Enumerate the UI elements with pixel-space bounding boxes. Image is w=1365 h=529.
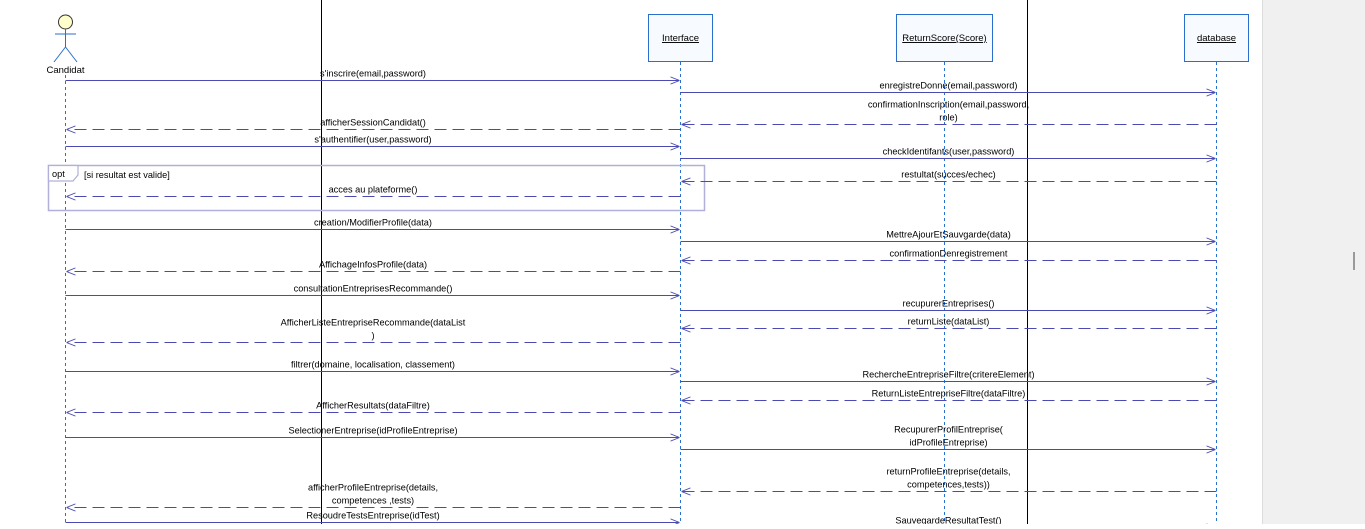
message-label: ResoudreTestsEntreprise(idTest) xyxy=(306,511,439,521)
return-message-15[interactable]: returnListe(dataList) xyxy=(681,317,1217,329)
actor-head xyxy=(58,14,73,30)
message-label: competences,tests)) xyxy=(907,480,990,490)
call-message-18[interactable]: RechercheEntrepriseFiltre(critereElement… xyxy=(680,370,1216,382)
message-label: MettreAjourEtSauvgarde(data) xyxy=(886,230,1011,240)
call-message-14[interactable]: recupurerEntreprises() xyxy=(680,299,1216,311)
object-label: ReturnScore(Score) xyxy=(902,33,986,44)
message-label: enregistreDonne(email,password) xyxy=(880,81,1018,91)
object-box xyxy=(896,14,993,62)
object-interface[interactable]: Interface xyxy=(648,14,713,62)
object-label: database xyxy=(1197,33,1236,44)
call-message-25[interactable]: ResoudreTestsEntreprise(idTest) xyxy=(65,511,680,523)
call-message-6[interactable]: checkIdentifants(user,password) xyxy=(680,147,1216,159)
return-message-8[interactable]: acces au plateforme() xyxy=(66,185,681,197)
message-label: restultat(succes/echec) xyxy=(901,170,995,180)
fragment-guard: [si resultat est valide] xyxy=(84,170,170,180)
return-message-4[interactable]: afficherSessionCandidat() xyxy=(66,118,681,130)
message-label: ReturnListeEntrepriseFiltre(dataFiltre) xyxy=(872,389,1026,399)
scrollbar-handle[interactable] xyxy=(1353,252,1355,270)
object-label: Interface xyxy=(662,33,699,44)
message-label: s'inscrire(email,password) xyxy=(320,69,426,79)
diagram-canvas: Candidat Interface ReturnScore(Score) da… xyxy=(46,0,1249,525)
object-box xyxy=(648,14,713,62)
message-label: acces au plateforme() xyxy=(329,185,418,195)
message-label: s'authentifier(user,password) xyxy=(314,135,431,145)
sequence-diagram: Candidat Interface ReturnScore(Score) da… xyxy=(46,0,1249,525)
opt-fragment[interactable]: opt [si resultat est valide] xyxy=(47,164,706,212)
actor-left-leg xyxy=(53,46,66,63)
message-label: recupurerEntreprises() xyxy=(903,299,995,309)
call-message-9[interactable]: creation/ModifierProfile(data) xyxy=(65,218,680,230)
call-message-10[interactable]: MettreAjourEtSauvgarde(data) xyxy=(680,230,1216,242)
actor-candidat[interactable]: Candidat xyxy=(46,14,85,76)
call-message-13[interactable]: consultationEntreprisesRecommande() xyxy=(65,284,680,296)
message-label: ) xyxy=(371,331,374,341)
return-message-23[interactable]: returnProfileEntreprise(details, competen… xyxy=(681,467,1217,492)
message-label: checkIdentifants(user,password) xyxy=(883,147,1015,157)
message-label: creation/ModifierProfile(data) xyxy=(314,218,432,228)
object-box xyxy=(1184,14,1249,62)
return-message-24[interactable]: afficherProfileEntreprise(details, compet… xyxy=(66,483,681,508)
return-message-20[interactable]: AfficherResultats(dataFiltre) xyxy=(66,401,681,413)
message-label: idProfileEntreprise) xyxy=(909,438,987,448)
message-label: role) xyxy=(939,113,957,123)
message-label: AfficherListeEntrepriseRecommande(dataLi… xyxy=(281,318,466,328)
return-message-19[interactable]: ReturnListeEntrepriseFiltre(dataFiltre) xyxy=(681,389,1217,401)
fragment-operator: opt xyxy=(52,169,65,179)
call-message-22[interactable]: RecupurerProfilEntreprise( idProfileEntre… xyxy=(680,425,1216,450)
call-message-1[interactable]: s'inscrire(email,password) xyxy=(65,69,680,81)
fragment-frame xyxy=(47,164,706,212)
message-label: RechercheEntrepriseFiltre(critereElement… xyxy=(862,370,1034,380)
message-label: filtrer(domaine, localisation, classemen… xyxy=(291,360,455,370)
call-message-2[interactable]: enregistreDonne(email,password) xyxy=(680,81,1216,93)
return-message-16[interactable]: AfficherListeEntrepriseRecommande(dataLi… xyxy=(66,318,681,343)
message-label: AffichageInfosProfile(data) xyxy=(319,260,427,270)
message-label: RecupurerProfilEntreprise( xyxy=(894,425,1003,435)
object-returnscore[interactable]: ReturnScore(Score) xyxy=(896,14,993,62)
message-label: AfficherResultats(dataFiltre) xyxy=(316,401,430,411)
call-message-26[interactable]: SauvegardeResultatTest() xyxy=(680,516,1216,525)
message-label: SauvegardeResultatTest() xyxy=(895,516,1001,525)
message-label: consultationEntreprisesRecommande() xyxy=(294,284,453,294)
object-database[interactable]: database xyxy=(1184,14,1249,62)
message-label: afficherSessionCandidat() xyxy=(320,118,426,128)
message-label: confirmationDenregistrement xyxy=(890,249,1008,259)
actor-right-leg xyxy=(65,46,78,63)
message-label: returnListe(dataList) xyxy=(908,317,990,327)
right-scroll-pane[interactable] xyxy=(1262,0,1365,524)
return-message-7[interactable]: restultat(succes/echec) xyxy=(681,170,1217,182)
actor-label: Candidat xyxy=(46,65,84,76)
message-label: competences ,tests) xyxy=(332,496,414,506)
message-label: confirmationInscription(email,password, xyxy=(868,100,1029,110)
call-message-17[interactable]: filtrer(domaine, localisation, classemen… xyxy=(65,360,680,372)
return-message-11[interactable]: confirmationDenregistrement xyxy=(681,249,1217,261)
return-message-3[interactable]: confirmationInscription(email,password, r… xyxy=(681,100,1217,125)
message-label: afficherProfileEntreprise(details, xyxy=(308,483,438,493)
return-message-12[interactable]: AffichageInfosProfile(data) xyxy=(66,260,681,272)
message-label: returnProfileEntreprise(details, xyxy=(886,467,1010,477)
message-list: s'inscrire(email,password) enregistreDonn… xyxy=(65,69,1217,525)
fragment-operator-tab xyxy=(47,164,79,182)
call-message-21[interactable]: SelectionerEntreprise(idProfileEntrepris… xyxy=(65,426,680,438)
call-message-5[interactable]: s'authentifier(user,password) xyxy=(65,135,680,147)
message-label: SelectionerEntreprise(idProfileEntrepris… xyxy=(288,426,457,436)
